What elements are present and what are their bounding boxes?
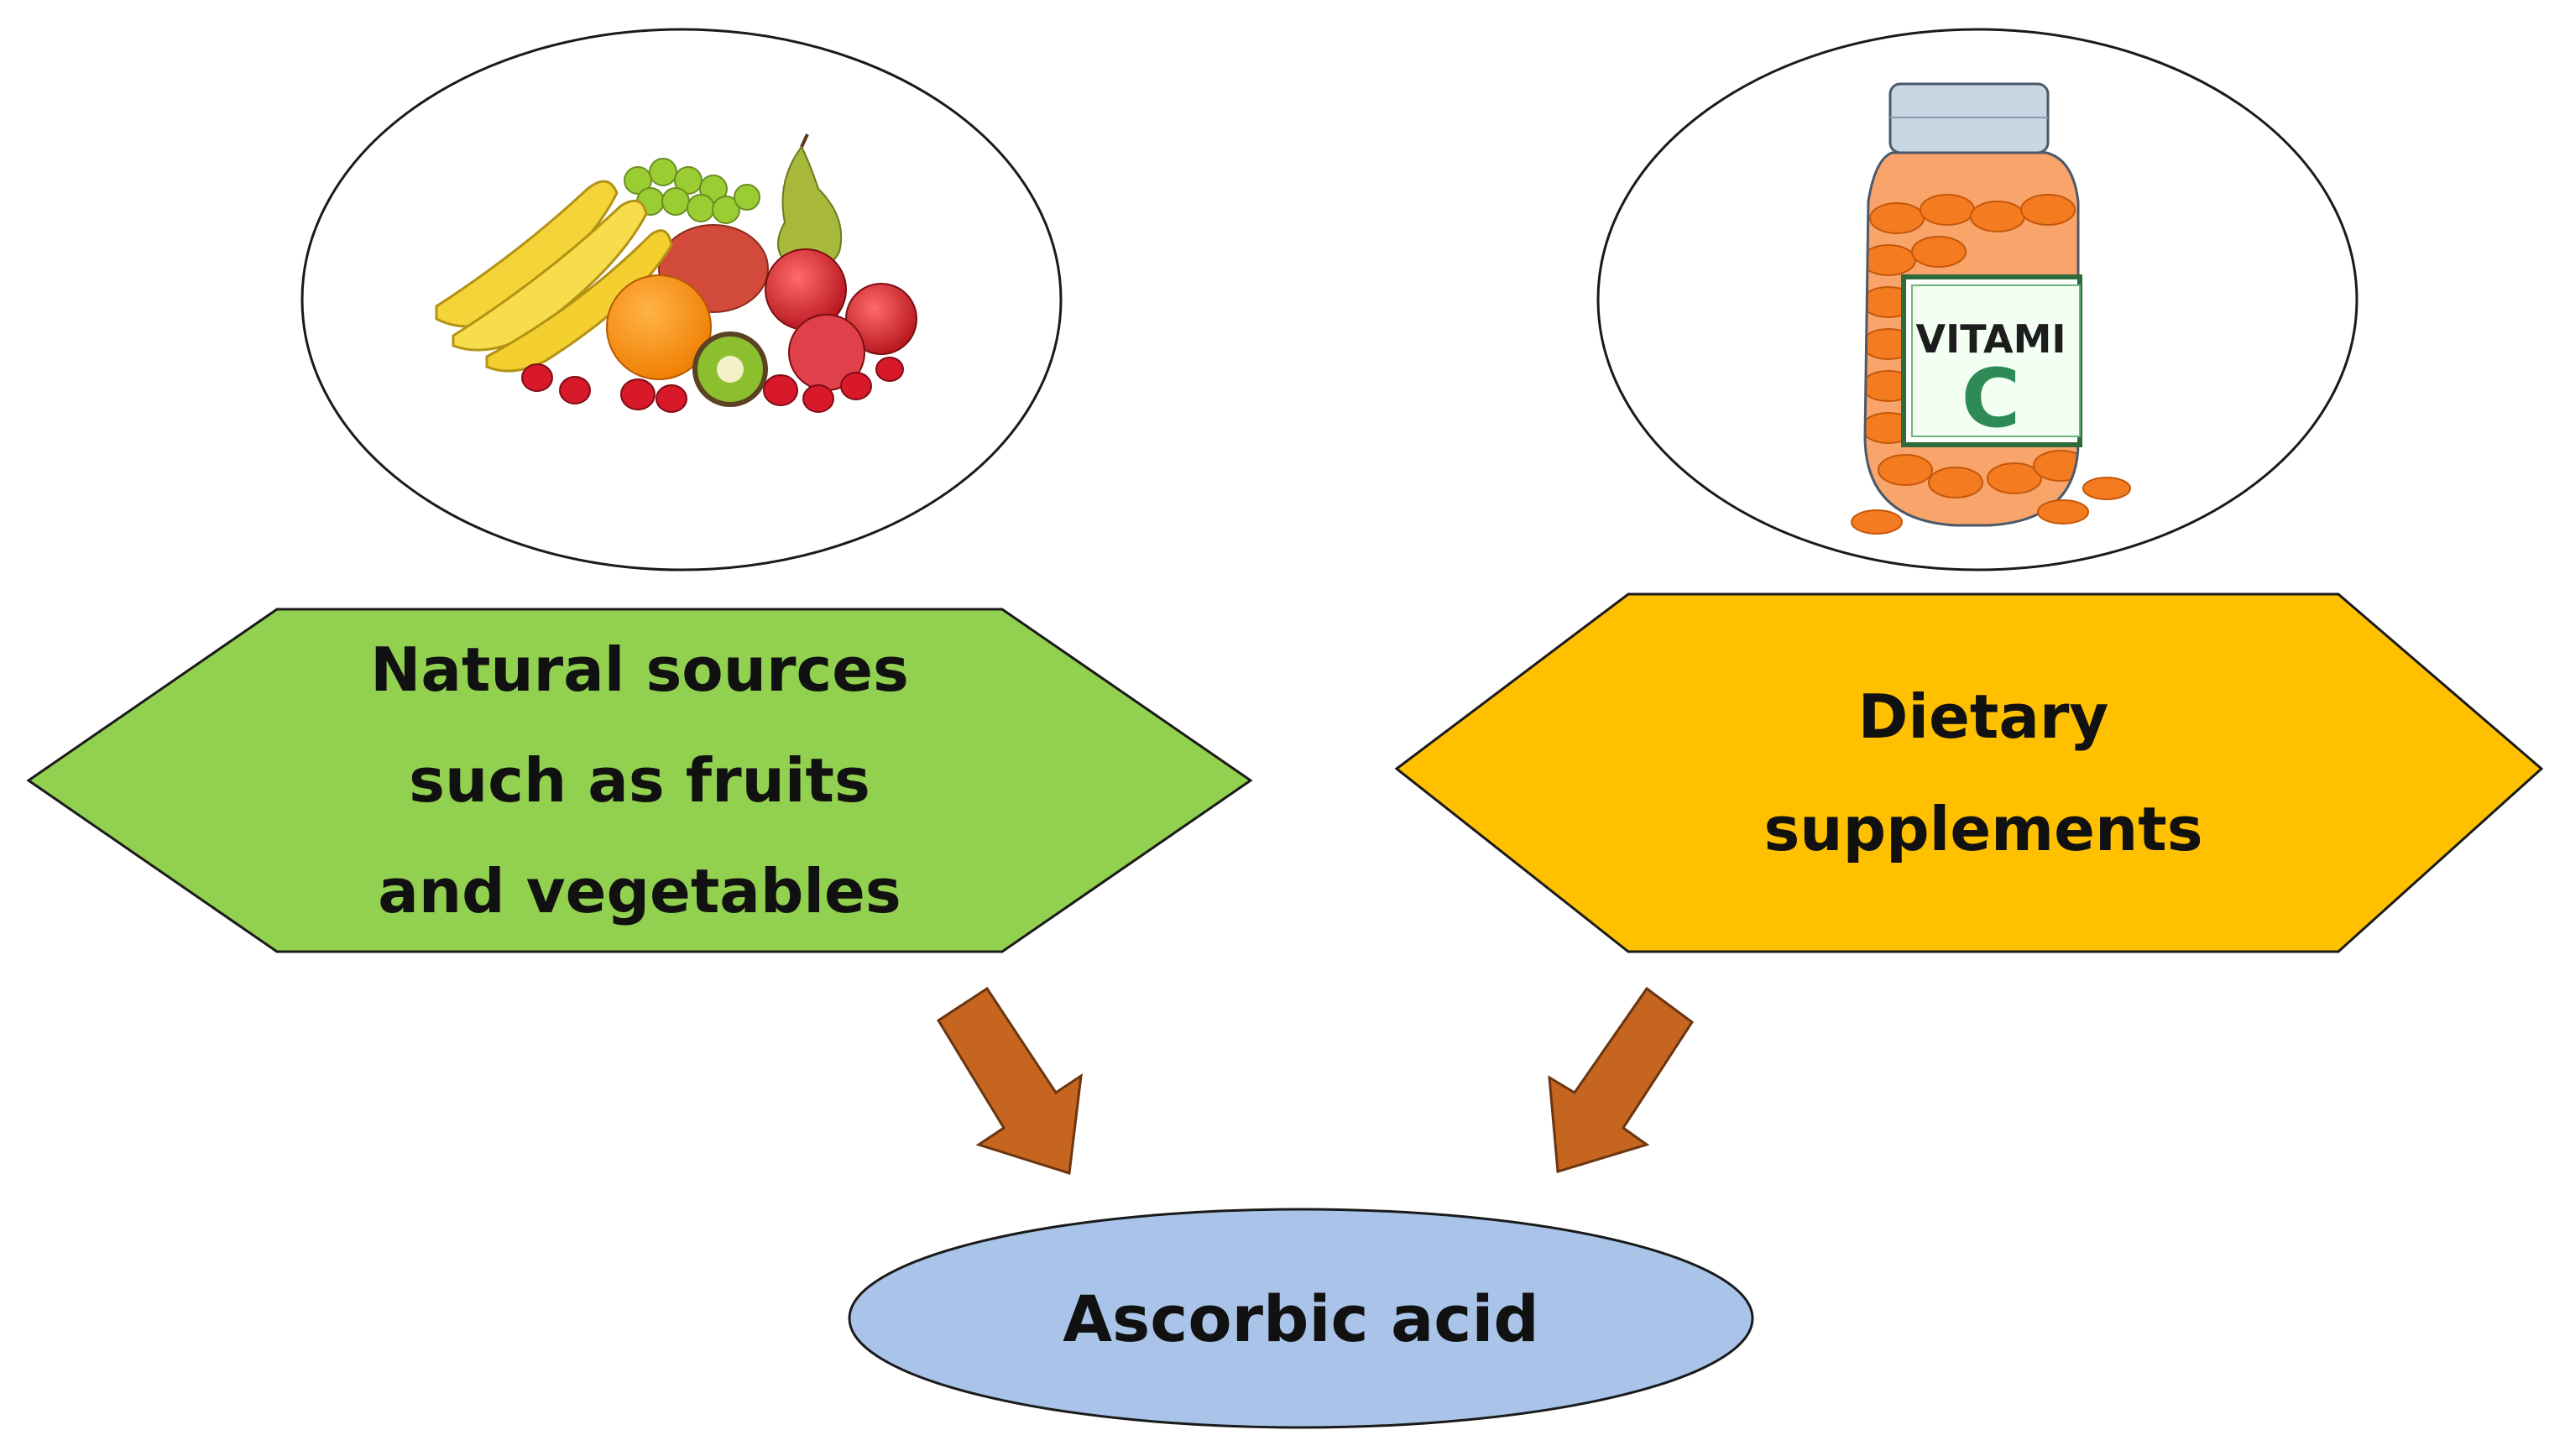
result-text: Ascorbic acid <box>1063 1281 1539 1356</box>
arrow-supplements-to-result <box>1548 986 1695 1173</box>
natural-sources-label: Natural sources such as fruits and veget… <box>277 609 1002 952</box>
vitamin-c-bottle-icon: VITAMI C <box>1851 82 2131 535</box>
fruit-image-frame <box>300 28 1063 571</box>
bottle-label-top: VITAMI <box>1915 316 2066 362</box>
arrow-natural-to-result <box>936 986 1083 1175</box>
fruit-basket-icon <box>435 133 917 413</box>
natural-line-1: Natural sources <box>370 634 909 705</box>
supplement-image-frame: VITAMI C <box>1596 28 2358 571</box>
natural-sources-hexagon <box>26 608 1253 953</box>
dietary-supplements-label: Dietary supplements <box>1628 594 2338 952</box>
bottle-label-letter: C <box>1961 352 2020 446</box>
ascorbic-acid-ellipse <box>848 1208 1754 1429</box>
natural-line-3: and vegetables <box>378 856 901 926</box>
natural-line-2: such as fruits <box>409 745 870 816</box>
ascorbic-acid-label: Ascorbic acid <box>923 1225 1679 1412</box>
dietary-supplements-hexagon <box>1394 592 2544 953</box>
supplements-line-2: supplements <box>1763 794 2203 864</box>
supplements-line-1: Dietary <box>1857 681 2109 752</box>
